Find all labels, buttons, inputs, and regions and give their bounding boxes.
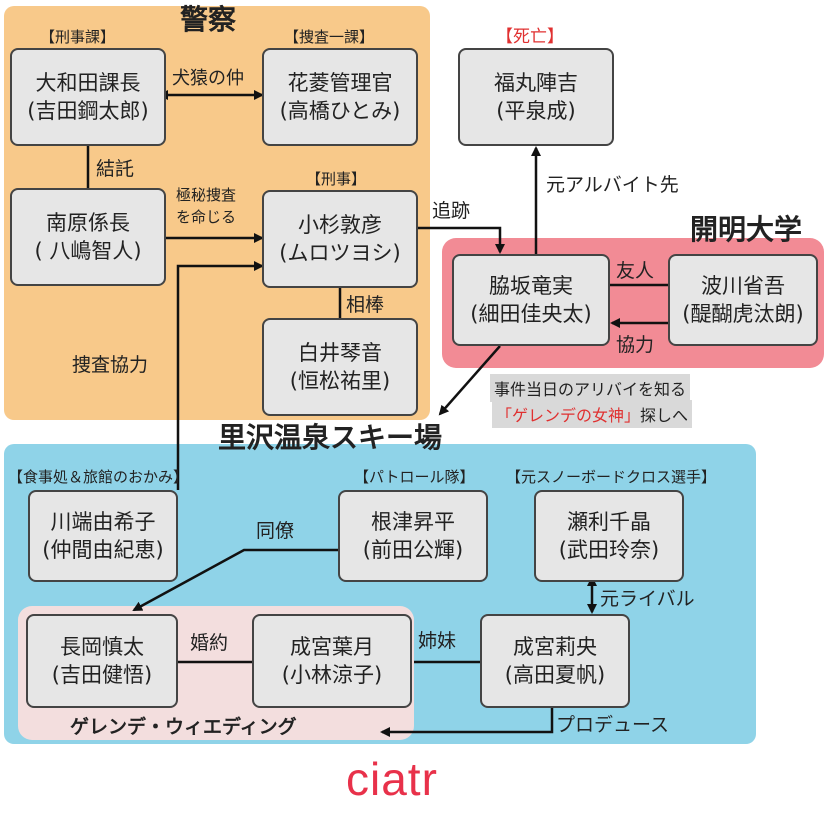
- person-name: 川端由希子: [50, 509, 156, 534]
- owada-tag: 【刑事課】: [40, 28, 116, 46]
- person-actor: (醍醐虎汰朗): [682, 302, 804, 326]
- person-kawabata: 川端由希子 (仲間由紀恵): [28, 490, 178, 582]
- person-name: 長岡慎太: [60, 634, 144, 659]
- ciatr-logo: ciatr: [346, 753, 438, 805]
- person-actor: (ムロツヨシ): [279, 241, 401, 265]
- person-name: 白井琴音: [298, 340, 382, 365]
- person-owada: 大和田課長 (吉田鋼太郎): [10, 48, 166, 146]
- person-actor: (武田玲奈): [558, 538, 660, 562]
- person-name: 瀬利千晶: [567, 509, 651, 534]
- fukumaru-tag: 【死亡】: [496, 27, 564, 47]
- coworker-label: 同僚: [256, 520, 295, 542]
- chase-label: 追跡: [432, 200, 471, 222]
- alibi-note-text: 事件当日のアリバイを知る: [494, 380, 687, 399]
- person-actor: (恒松祐里): [289, 369, 391, 393]
- person-name: 成宮莉央: [513, 634, 597, 659]
- person-nagaoka: 長岡慎太 (吉田健悟): [26, 614, 178, 708]
- person-actor: ( 八嶋智人): [34, 239, 142, 263]
- kosugi-tag: 【刑事】: [306, 170, 367, 188]
- person-namikawa: 波川省吾 (醍醐虎汰朗): [668, 254, 818, 346]
- alibi-note-line2: 「ゲレンデの女神」探しへ: [492, 400, 693, 428]
- person-name: 成宮葉月: [290, 634, 374, 659]
- person-actor: (前田公輝): [362, 538, 464, 562]
- police-title: 警察: [180, 3, 237, 36]
- collusion-label: 結託: [96, 158, 135, 180]
- university-title: 開明大学: [690, 213, 803, 246]
- friend-label: 友人: [616, 260, 655, 282]
- former-rival-label: 元ライバル: [600, 588, 695, 610]
- person-narumiya-hazuki: 成宮葉月 (小林涼子): [252, 614, 412, 708]
- person-kosugi: 小杉敦彦 (ムロツヨシ): [262, 190, 418, 288]
- person-actor: (平泉成): [496, 99, 576, 123]
- goddess-text: 「ゲレンデの女神」: [496, 406, 641, 425]
- search-text: 探しへ: [640, 406, 689, 425]
- netsu-tag: 【パトロール隊】: [354, 468, 475, 486]
- cooperate-label: 協力: [616, 334, 655, 356]
- person-hanabishi: 花菱管理官 (高橋ひとみ): [262, 48, 418, 146]
- person-actor: (高田夏帆): [504, 663, 606, 687]
- person-seri: 瀬利千晶 (武田玲奈): [534, 490, 684, 582]
- person-actor: (吉田健悟): [51, 663, 153, 687]
- person-minamihara: 南原係長 ( 八嶋智人): [10, 188, 166, 286]
- person-name: 根津昇平: [371, 509, 455, 534]
- order-label-1: 極秘捜査: [176, 186, 237, 204]
- person-name: 脇坂竜実: [489, 273, 573, 298]
- person-name: 大和田課長: [35, 70, 141, 95]
- person-actor: (仲間由紀恵): [42, 538, 164, 562]
- person-fukumaru: 福丸陣吉 (平泉成): [458, 48, 614, 146]
- person-name: 福丸陣吉: [494, 70, 578, 95]
- person-netsu: 根津昇平 (前田公輝): [338, 490, 488, 582]
- hanabishi-tag: 【捜査一課】: [284, 28, 375, 46]
- person-name: 波川省吾: [701, 273, 785, 298]
- person-name: 花菱管理官: [287, 70, 393, 95]
- person-name: 南原係長: [46, 210, 130, 235]
- order-label-2: を命じる: [176, 208, 237, 226]
- wedding-title: ゲレンデ・ウィエディング: [70, 716, 297, 738]
- person-narumiya-rio: 成宮莉央 (高田夏帆): [480, 614, 630, 708]
- person-name: 小杉敦彦: [298, 212, 382, 237]
- alibi-note-line1: 事件当日のアリバイを知る: [490, 374, 691, 402]
- resort-title: 里沢温泉スキー場: [218, 421, 443, 454]
- kawabata-tag: 【食事処＆旅館のおかみ】: [8, 468, 189, 486]
- partner-label: 相棒: [346, 294, 385, 316]
- person-shirai: 白井琴音 (恒松祐里): [262, 318, 418, 416]
- produce-label: プロデュース: [556, 714, 670, 736]
- engaged-label: 婚約: [190, 632, 229, 654]
- seri-tag: 【元スノーボードクロス選手】: [506, 468, 717, 486]
- person-actor: (小林涼子): [281, 663, 383, 687]
- person-actor: (吉田鋼太郎): [27, 99, 149, 123]
- person-actor: (細田佳央太): [470, 302, 592, 326]
- sisters-label: 姉妹: [418, 630, 457, 652]
- former-job-label: 元アルバイト先: [546, 174, 679, 196]
- person-wakisaka: 脇坂竜実 (細田佳央太): [452, 254, 610, 346]
- person-actor: (高橋ひとみ): [279, 99, 401, 123]
- rivalry-label: 犬猿の仲: [172, 68, 244, 89]
- investigation-coop-label: 捜査協力: [72, 354, 149, 376]
